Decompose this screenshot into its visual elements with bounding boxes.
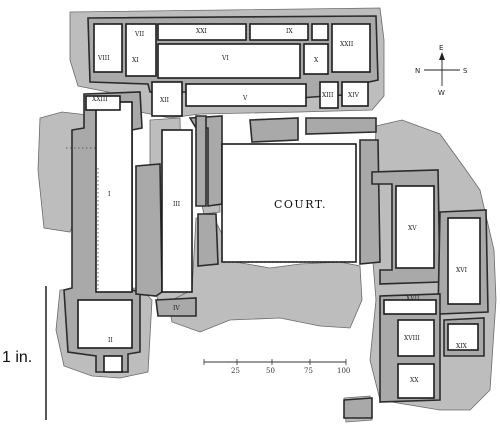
compass-arrow-icon [439,52,445,60]
room-label-vi: VI [221,55,229,62]
room-label-i: I [108,191,111,198]
room-label-xvi: XVI [456,267,468,274]
compass-rose: N S E W [415,44,468,97]
room-label-viii: VIII [97,55,110,62]
room-label-x: X [314,57,319,64]
scale-tick-50: 50 [266,367,275,375]
room-label-vii: VII [134,31,145,38]
dotted-lines [66,147,356,290]
room-label-iv: IV [173,305,180,312]
room-label-xix: XIX [456,343,468,350]
room-label-xx: XX [410,377,419,384]
room-label-xvii: XVII [406,295,420,302]
room-label-ix: IX [286,28,293,35]
room-label-xi: XI [132,57,139,64]
court-label: COURT. [274,198,327,211]
room-label-xxi: XXI [196,28,208,35]
compass-north: N [415,67,420,75]
room-label-xxii: XXII [340,41,354,48]
scale-tick-75: 75 [304,367,313,375]
room-label-v: V [242,95,248,102]
scale-bar: 25 50 75 100 [203,359,350,375]
scale-tick-100: 100 [337,367,350,375]
compass-south: S [463,67,468,75]
room-label-xxiii: XXIII [92,96,108,103]
room-labels: I II III IV V VI VII VIII IX X XI XII XI… [92,28,468,384]
room-label-iii: III [173,201,181,208]
room-label-xiv: XIV [348,92,360,99]
reference-label: 1 in. [2,349,32,366]
compass-east: E [439,44,443,52]
room-label-xv: XV [408,225,417,232]
room-interiors [77,23,481,399]
room-label-xii: XII [160,97,170,104]
room-label-xiii: XIII [322,92,334,99]
compass-west: W [438,89,445,97]
room-label-xviii: XVIII [404,335,420,342]
scale-tick-25: 25 [231,367,240,375]
reference-bar: 1 in. [2,286,47,420]
room-label-ii: II [108,337,113,344]
